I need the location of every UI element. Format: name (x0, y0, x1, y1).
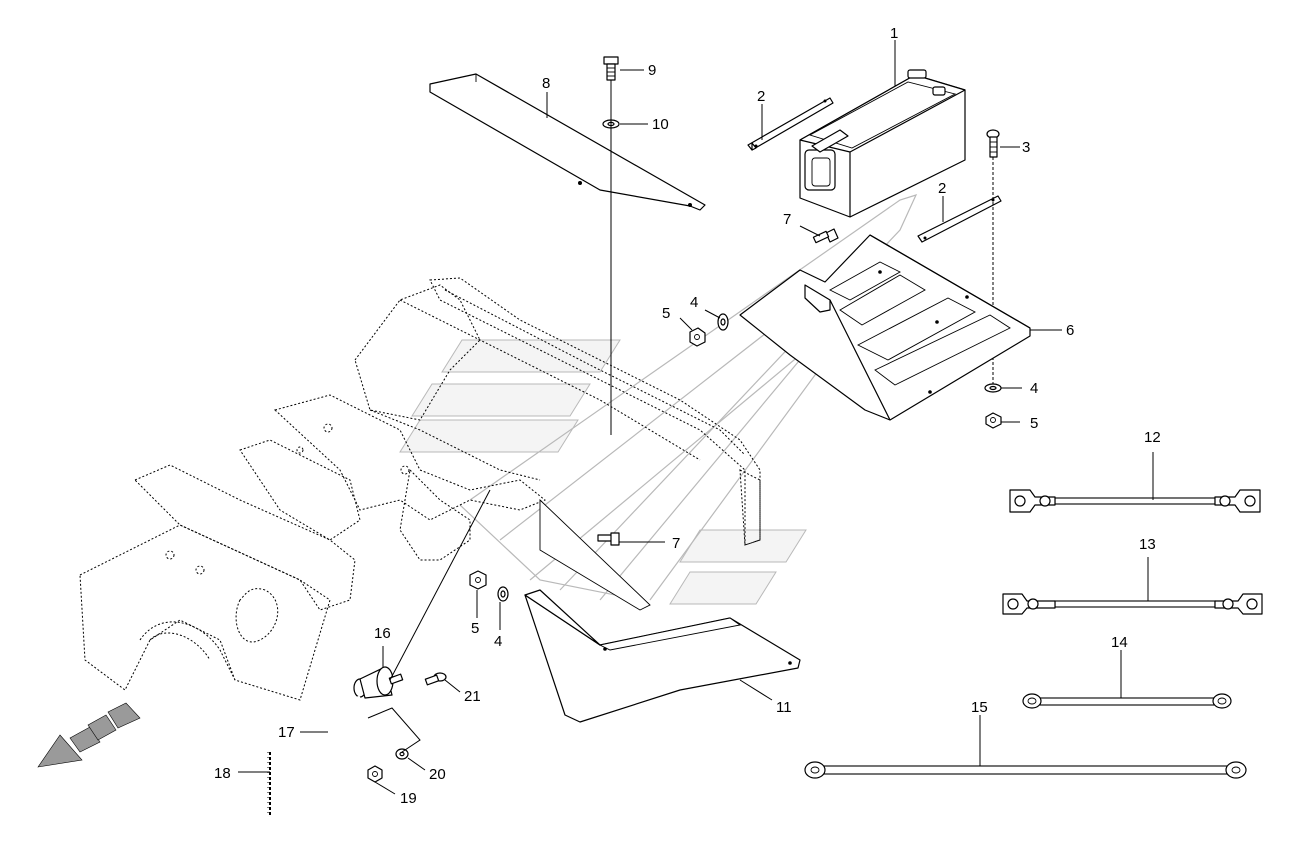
direction-arrow (37, 702, 141, 768)
part-11-lower-plate (524, 498, 801, 723)
callout-5: 5 (1030, 415, 1038, 432)
watermark-logo (399, 194, 918, 605)
part-9-bolt (603, 56, 619, 81)
part-15-rod (804, 761, 1247, 779)
callout-7: 7 (672, 535, 680, 552)
part-16-switch (353, 666, 404, 699)
part-18-chain (267, 752, 271, 815)
part-7-bolt-b (597, 532, 620, 546)
callout-20: 20 (429, 766, 446, 783)
callout-19: 19 (400, 790, 417, 807)
callout-3: 3 (1022, 139, 1030, 156)
part-4-washer-c (497, 586, 509, 602)
callout-5: 5 (662, 305, 670, 322)
part-20-washer (395, 748, 409, 760)
callout-11: 11 (776, 699, 792, 716)
part-5-nut-a (689, 327, 706, 347)
part-7-bolt-a (812, 228, 839, 244)
cable-16 (389, 489, 491, 681)
part-6-battery-tray (739, 234, 1031, 421)
callout-13: 13 (1139, 536, 1156, 553)
part-4-washer-a (717, 313, 729, 331)
callout-7: 7 (783, 211, 791, 228)
part-14-rod (1022, 693, 1232, 709)
callout-6: 6 (1066, 322, 1074, 339)
part-13-cable (1002, 593, 1263, 615)
part-2-bracket-a (747, 97, 834, 151)
part-5-nut-c (469, 570, 487, 590)
part-2-bracket-b (917, 195, 1002, 243)
part-21-bolt (424, 672, 447, 686)
callout-9: 9 (648, 62, 656, 79)
callout-5: 5 (471, 620, 479, 637)
callout-8: 8 (542, 75, 550, 92)
callout-1: 1 (890, 25, 898, 42)
part-4-washer-b (984, 383, 1002, 393)
chassis-frame (79, 277, 761, 701)
callouts: 1 2 2 3 4 4 4 5 5 5 6 7 7 8 9 10 11 12 1… (214, 25, 1161, 807)
callout-14: 14 (1111, 634, 1128, 651)
callout-18: 18 (214, 765, 231, 782)
callout-4: 4 (494, 633, 502, 650)
part-19-nut (367, 765, 383, 783)
part-8-plate (429, 73, 706, 211)
cable-20 (367, 707, 421, 753)
callout-2: 2 (757, 88, 765, 105)
callout-12: 12 (1144, 429, 1161, 446)
callout-21: 21 (464, 688, 481, 705)
callout-2: 2 (938, 180, 946, 197)
callout-17: 17 (278, 724, 295, 741)
callout-10: 10 (652, 116, 669, 133)
part-12-cable (1009, 489, 1261, 513)
part-17-handle (326, 695, 361, 762)
leader-lines (238, 40, 1154, 795)
callout-15: 15 (971, 699, 988, 716)
callout-4: 4 (690, 294, 698, 311)
callout-16: 16 (374, 625, 391, 642)
part-5-nut-b (985, 412, 1002, 429)
part-1-battery (799, 69, 966, 218)
callout-4: 4 (1030, 380, 1038, 397)
